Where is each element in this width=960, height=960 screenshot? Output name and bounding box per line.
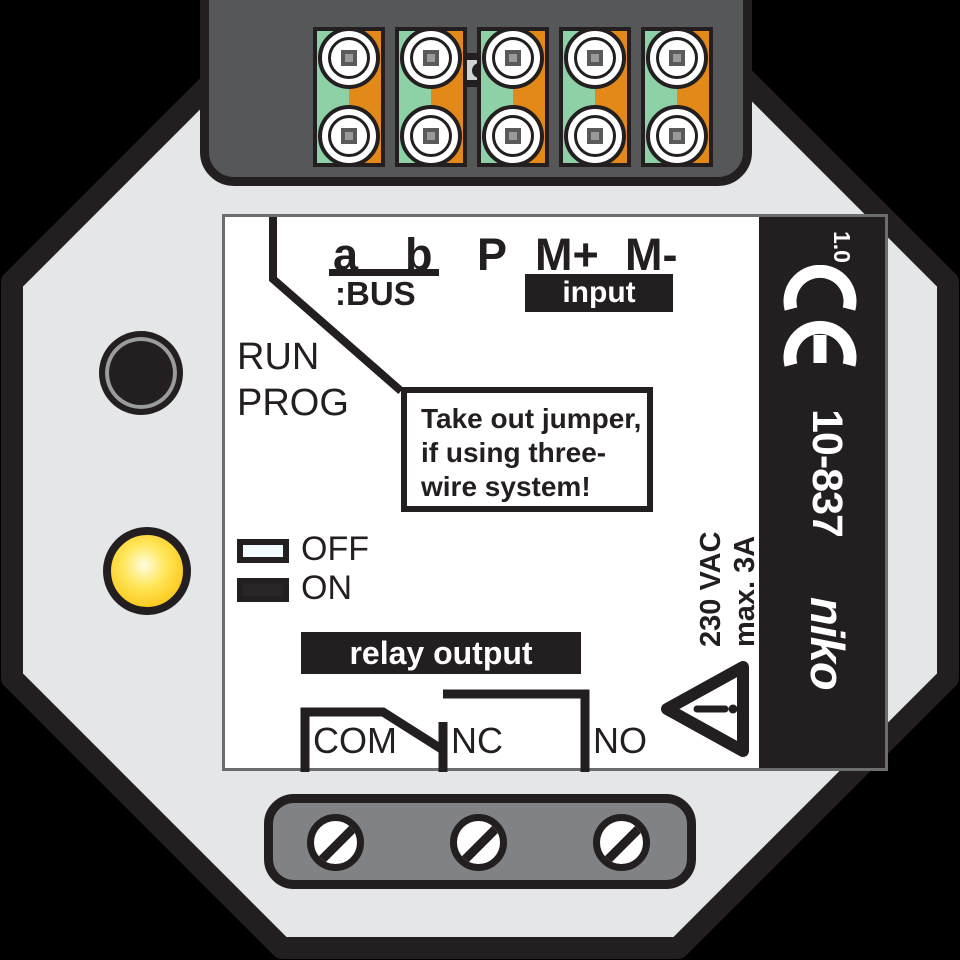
terminal-core bbox=[505, 128, 521, 144]
terminal-hole[interactable] bbox=[318, 31, 380, 89]
status-led bbox=[103, 527, 191, 615]
input-badge: input bbox=[525, 274, 673, 312]
jumper-note: Take out jumper, if using three- wire sy… bbox=[401, 387, 653, 512]
terminal-hole[interactable] bbox=[400, 105, 462, 163]
terminal-hole[interactable] bbox=[318, 105, 380, 163]
jumper-note-line-3: wire system! bbox=[421, 471, 591, 503]
terminal-hole[interactable] bbox=[482, 105, 544, 163]
bus-wire-diagram bbox=[269, 217, 404, 395]
screw-2[interactable] bbox=[450, 814, 507, 871]
screw-1[interactable] bbox=[307, 814, 364, 871]
rating-voltage-label: 230 VAC bbox=[695, 531, 727, 647]
terminal-core bbox=[423, 50, 439, 66]
relay-schematic bbox=[300, 689, 590, 772]
brand-band: 1.0 10-837 niko bbox=[759, 217, 885, 768]
bus-label: :BUS bbox=[335, 275, 416, 312]
switch-off-label: OFF bbox=[301, 530, 369, 568]
terminal-hole[interactable] bbox=[646, 105, 708, 163]
mode-run-label: RUN bbox=[237, 336, 320, 378]
terminal-hole[interactable] bbox=[400, 31, 462, 89]
terminal-housing bbox=[200, 0, 752, 186]
terminal-legend: a b P M+ M- bbox=[225, 229, 765, 289]
terminal-core bbox=[505, 50, 521, 66]
terminal-pair-4[interactable] bbox=[559, 27, 631, 167]
jumper-note-line-1: Take out jumper, bbox=[421, 403, 642, 434]
terminal-core bbox=[669, 50, 685, 66]
model-number-label: 10-837 bbox=[803, 409, 851, 537]
terminal-core bbox=[587, 128, 603, 144]
printed-label-panel: a b P M+ M- :BUS input RUN PROG Take out… bbox=[222, 214, 888, 772]
terminal-hole[interactable] bbox=[646, 31, 708, 89]
screw-3[interactable] bbox=[593, 814, 650, 871]
terminal-hole[interactable] bbox=[564, 31, 626, 89]
mode-legend: RUN PROG bbox=[237, 334, 349, 427]
terminal-hole[interactable] bbox=[564, 105, 626, 163]
switch-off-indicator bbox=[237, 539, 289, 563]
terminal-pair-3[interactable] bbox=[477, 27, 549, 167]
terminal-core bbox=[341, 50, 357, 66]
terminal-label-mminus: M- bbox=[625, 229, 678, 280]
switch-on-indicator bbox=[237, 578, 289, 602]
relay-output-badge: relay output bbox=[301, 632, 581, 674]
terminal-pair-1[interactable] bbox=[313, 27, 385, 167]
terminal-hole[interactable] bbox=[482, 31, 544, 89]
terminal-label-mplus: M+ bbox=[535, 229, 599, 280]
screw-terminal-bar bbox=[264, 794, 696, 889]
relay-contact-com: COM bbox=[313, 720, 397, 761]
mode-prog-label: PROG bbox=[237, 382, 349, 425]
programming-button[interactable] bbox=[99, 331, 183, 415]
brand-logo-label: niko bbox=[801, 597, 854, 690]
terminal-core bbox=[669, 128, 685, 144]
terminal-label-p: P bbox=[477, 229, 508, 280]
terminal-core bbox=[587, 50, 603, 66]
rating-current-label: max. 3A bbox=[729, 535, 761, 647]
terminal-core bbox=[423, 128, 439, 144]
bus-underline bbox=[329, 269, 439, 276]
version-label: 1.0 bbox=[829, 231, 855, 263]
terminal-core bbox=[341, 128, 357, 144]
terminal-pair-2[interactable] bbox=[395, 27, 467, 167]
ce-mark-icon bbox=[783, 265, 857, 367]
terminal-pair-5[interactable] bbox=[641, 27, 713, 167]
relay-contact-no: NO bbox=[593, 720, 647, 761]
jumper-note-line-2: if using three- bbox=[421, 437, 607, 469]
switch-on-label: ON bbox=[301, 569, 352, 607]
relay-contact-nc: NC bbox=[451, 720, 503, 761]
warning-triangle-icon bbox=[661, 661, 749, 757]
